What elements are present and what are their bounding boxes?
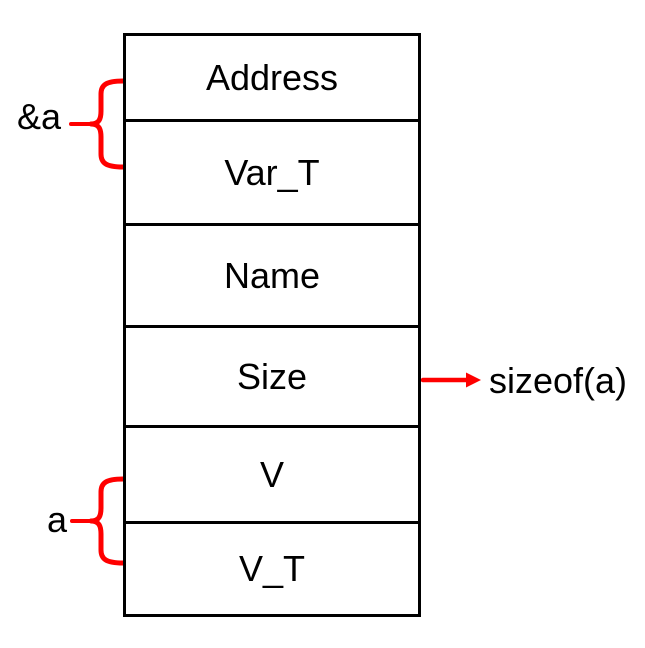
table-row-v-t: V_T — [126, 524, 418, 614]
sizeof-arrowhead-icon — [466, 372, 481, 388]
table-row-name: Name — [126, 226, 418, 328]
brace-amp-a — [88, 78, 126, 170]
cell-label: V_T — [238, 548, 306, 589]
memory-layout-table: Address Var_T Name Size V V_T — [123, 33, 421, 617]
cell-label: V — [259, 453, 284, 495]
label-amp-a: &a — [17, 96, 62, 137]
cell-label: Size — [236, 355, 308, 397]
cell-label: Var_T — [224, 151, 320, 193]
table-row-address: Address — [126, 36, 418, 122]
brace-a — [88, 476, 126, 566]
table-row-var-t: Var_T — [126, 122, 418, 226]
table-row-size: Size — [126, 328, 418, 428]
label-sizeof: sizeof(a) — [489, 360, 628, 401]
table-row-v: V — [126, 428, 418, 524]
cell-label: Name — [223, 254, 321, 296]
cell-label: Address — [205, 56, 339, 98]
label-a: a — [47, 499, 68, 540]
